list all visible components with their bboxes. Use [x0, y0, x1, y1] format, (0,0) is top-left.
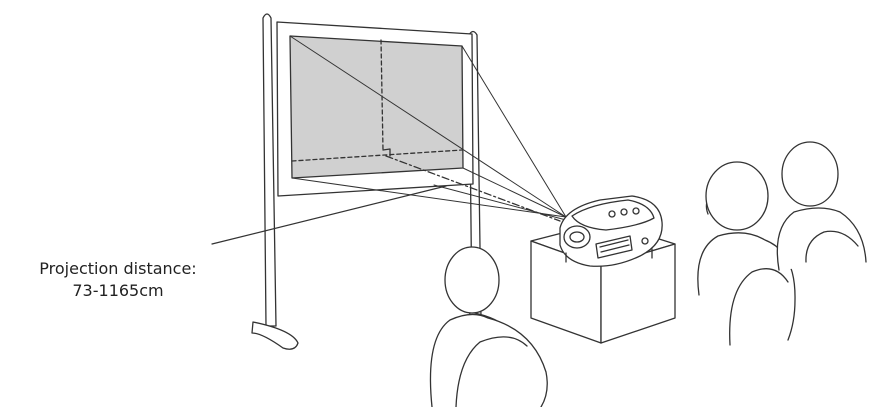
projector-button [608, 210, 616, 218]
projection-axis [385, 155, 561, 222]
beam-line [461, 45, 567, 218]
projector-button [620, 208, 628, 216]
viewer-head [444, 246, 500, 314]
projection-distance-label: Projection distance: 73-1165cm [0, 258, 236, 302]
vertical-center-guide [380, 39, 384, 151]
beam-line [462, 167, 567, 218]
projector-lens [563, 225, 591, 249]
viewer-head [705, 161, 769, 231]
table-side [600, 243, 676, 344]
viewer-icon [697, 161, 796, 346]
caption-line-1: Projection distance: [39, 259, 197, 278]
projector-top-panel [571, 199, 655, 231]
viewer-body [697, 232, 796, 341]
screen-image [289, 35, 464, 179]
caption-line-2: 73-1165cm [72, 281, 164, 300]
beam-line [433, 184, 567, 221]
viewer-head [781, 141, 839, 207]
projector-front-grille [595, 235, 633, 259]
beam-line [289, 35, 567, 218]
left-foot [251, 321, 299, 350]
viewer-icon [429, 246, 548, 407]
projector-button [641, 237, 649, 245]
right-angle-marker [382, 148, 391, 157]
screen-stand-icon [251, 13, 561, 350]
projector-feet [565, 248, 653, 263]
grille-line [599, 239, 629, 248]
projection-beam [289, 35, 567, 221]
projector-icon [559, 195, 663, 267]
viewer-body [776, 207, 867, 271]
viewer-icon [776, 141, 867, 271]
viewer-shoulder [729, 268, 789, 346]
left-post [262, 13, 277, 327]
projector-button [632, 207, 640, 215]
viewer-shoulder [805, 230, 859, 263]
distance-leader-line [211, 185, 447, 245]
grille-line [600, 244, 630, 253]
horizontal-guide [291, 149, 463, 162]
viewer-shoulder [455, 336, 528, 407]
viewer-body [429, 313, 548, 407]
projector-lens-inner [569, 231, 585, 243]
beam-line [291, 177, 567, 218]
